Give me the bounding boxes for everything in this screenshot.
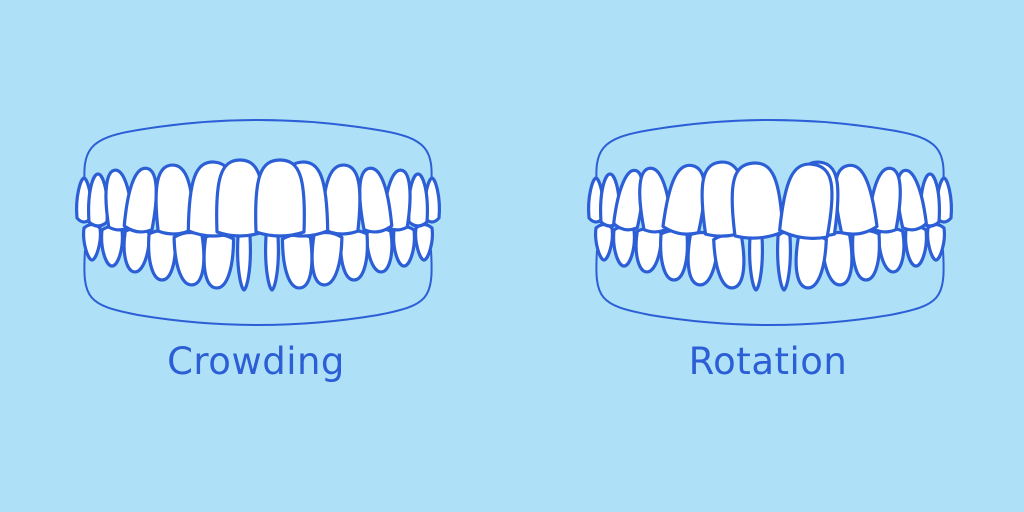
lower-tooth (776, 230, 792, 292)
crowding-jaw (75, 119, 441, 326)
lower-tooth (926, 222, 946, 262)
lower-gum-outline (83, 249, 433, 326)
lower-tooth (280, 232, 314, 290)
lower-tooth (365, 226, 394, 274)
lower-tooth (904, 224, 928, 268)
lower-tooth (122, 226, 151, 274)
lower-tooth (310, 230, 344, 287)
rotation-jaw (587, 119, 953, 326)
lower-tooth (594, 222, 614, 262)
lower-tooth (172, 230, 206, 287)
lower-tooth (748, 230, 764, 292)
lower-tooth (100, 224, 124, 268)
lower-tooth (414, 222, 434, 262)
upper-tooth (778, 162, 834, 240)
lower-tooth (202, 232, 236, 290)
upper-tooth (122, 166, 158, 234)
upper-gum-outline (83, 119, 433, 189)
upper-tooth (254, 158, 306, 238)
lower-tooth (612, 224, 636, 268)
lower-tooth (712, 232, 746, 290)
lower-tooth (236, 230, 252, 292)
upper-tooth (154, 163, 196, 236)
upper-tooth (320, 163, 362, 236)
lower-tooth (392, 224, 416, 268)
upper-tooth (215, 158, 265, 238)
crowding-label: Crowding (167, 340, 345, 383)
lower-tooth (659, 228, 689, 282)
lower-tooth (147, 228, 177, 282)
lower-tooth (82, 222, 102, 262)
lower-tooth (877, 226, 906, 274)
lower-tooth (794, 232, 828, 290)
lower-tooth (634, 226, 663, 274)
lower-gum-outline (595, 249, 945, 326)
rotation-label: Rotation (688, 340, 848, 383)
upper-gum-outline (595, 119, 945, 189)
upper-tooth (730, 161, 785, 240)
lower-tooth (264, 230, 280, 292)
lower-tooth (339, 228, 369, 282)
lower-tooth (851, 228, 881, 282)
